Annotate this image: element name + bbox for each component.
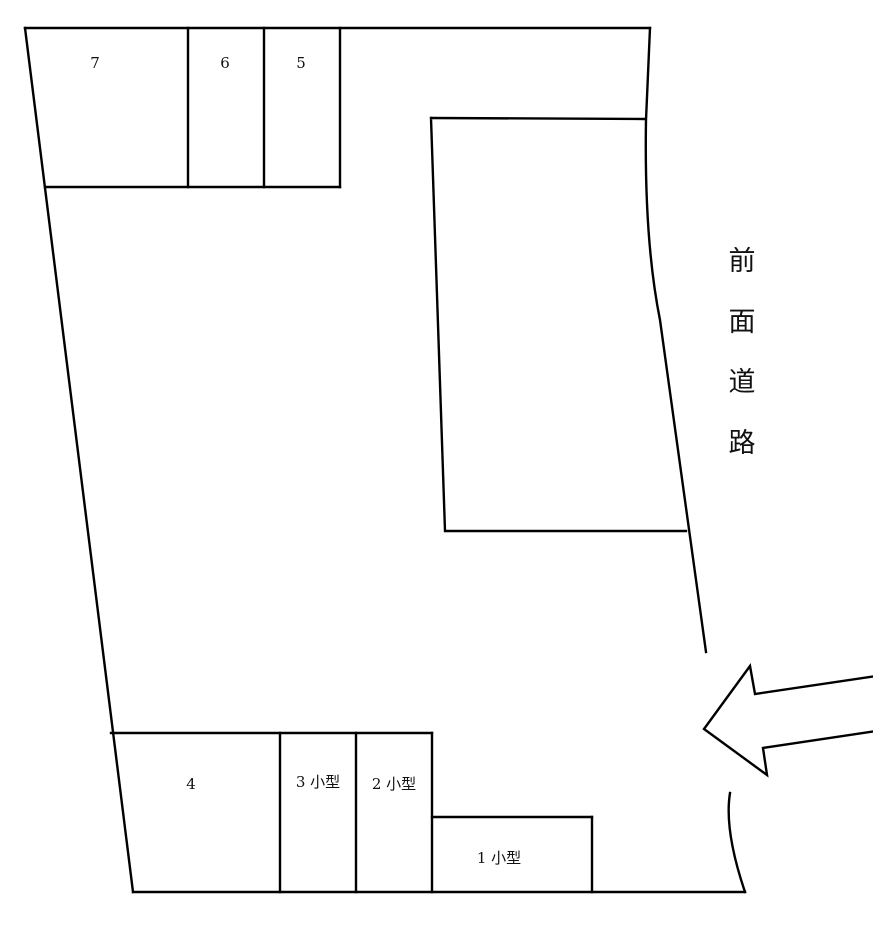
slot-6-label: 6: [220, 54, 230, 72]
slot-2-label: 2 小型: [372, 775, 416, 793]
slot-3-label: 3 小型: [296, 773, 340, 791]
road-label-char-2: 面: [729, 307, 756, 338]
slot-4-label: 4: [186, 775, 196, 793]
lot-right-edge-lower: [727, 791, 747, 894]
road-label-char-4: 路: [729, 428, 756, 459]
arrow-left-icon: [702, 663, 876, 778]
building: [429, 116, 688, 533]
arrow-tail-clip: [873, 660, 876, 750]
lot-boundary: [23, 26, 747, 894]
lot-right-edge-upper: [644, 26, 708, 654]
road-label-char-1: 前: [729, 246, 756, 277]
lot-left-edge: [23, 26, 135, 894]
top-slot-row: [43, 26, 342, 189]
slot-1-label: 1 小型: [477, 849, 521, 867]
slot-7-label: 7: [90, 54, 100, 72]
road-label: 前 面 道 路: [729, 246, 756, 459]
road-label-char-3: 道: [729, 367, 756, 398]
slot-5-label: 5: [296, 54, 306, 72]
bottom-slot-row: [109, 731, 594, 894]
